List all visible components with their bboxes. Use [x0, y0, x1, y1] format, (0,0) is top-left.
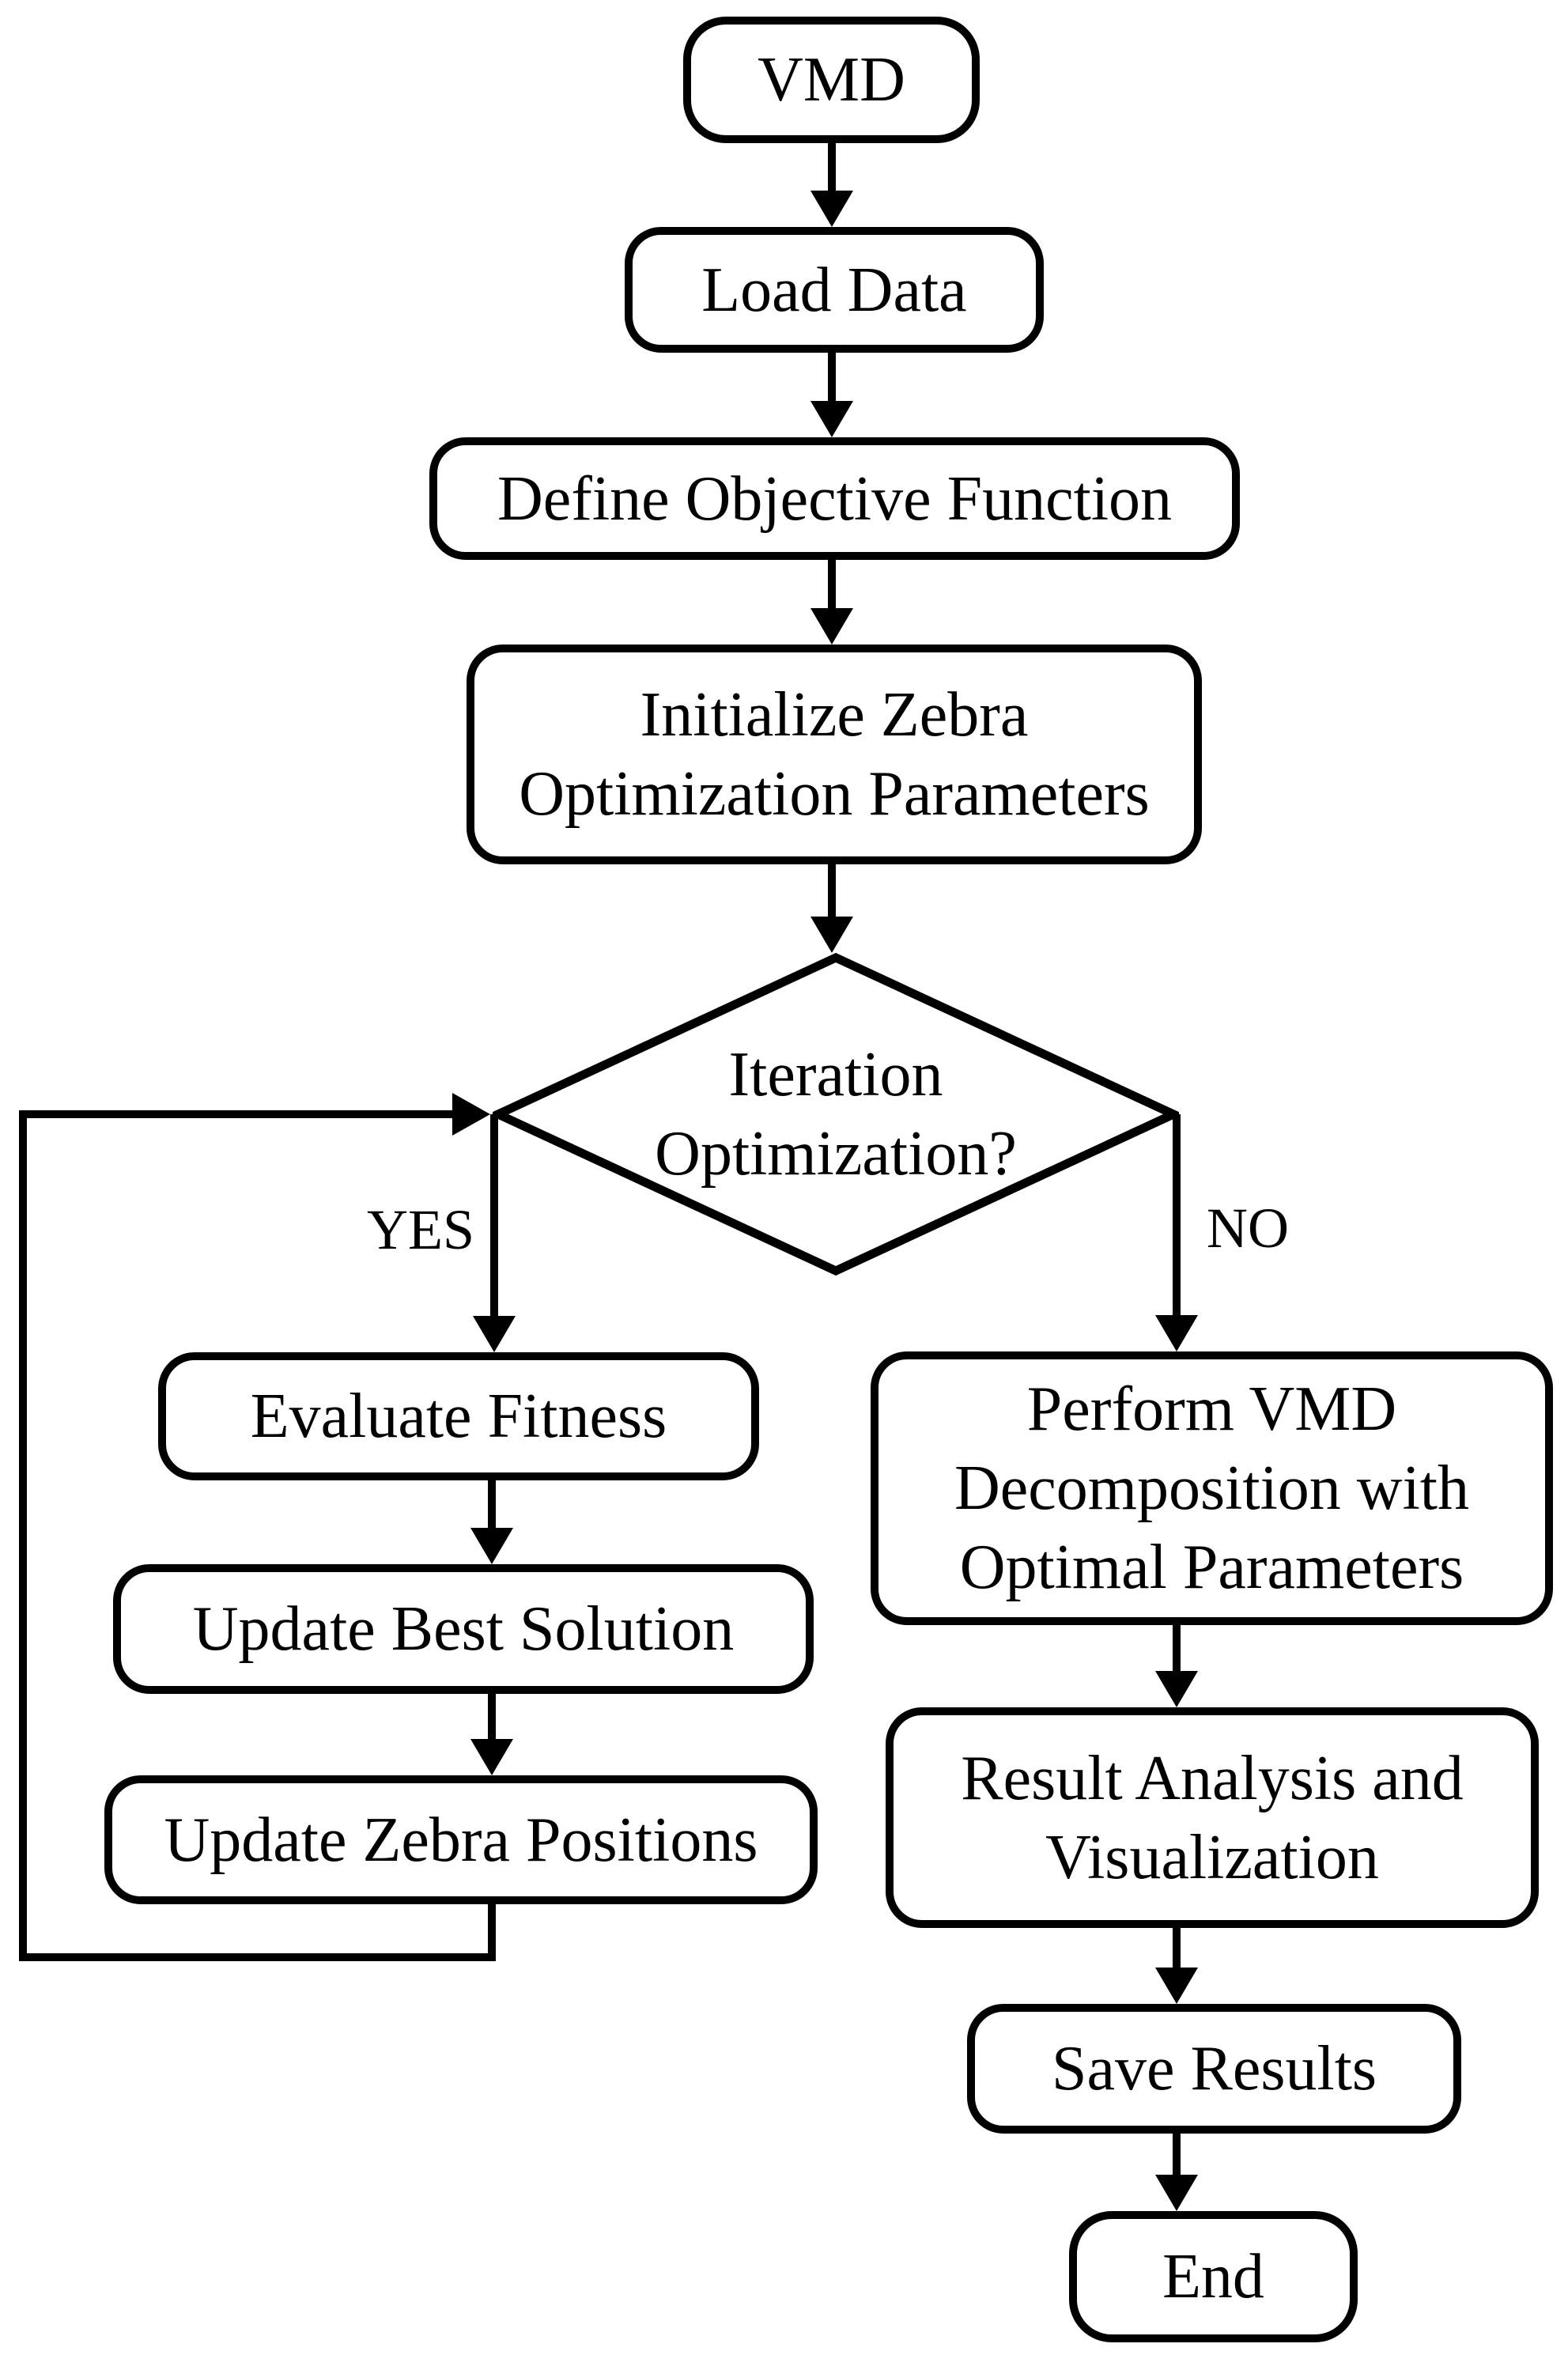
- node-evaluate-fitness: Evaluate Fitness: [158, 1352, 759, 1480]
- edge-define-init-line: [828, 560, 836, 608]
- node-init-zebra: Initialize Zebra Optimization Parameters: [467, 645, 1202, 864]
- node-end: End: [1069, 2211, 1358, 2342]
- arrowhead-define-init: [810, 608, 853, 645]
- branch-label-no: NO: [1207, 1196, 1289, 1260]
- node-define-objective-label: Define Objective Function: [497, 463, 1173, 534]
- node-update-zebra: Update Zebra Positions: [104, 1775, 818, 1904]
- node-init-zebra-label: Initialize Zebra Optimization Parameters: [519, 680, 1150, 829]
- node-save-results-label: Save Results: [1051, 2034, 1377, 2104]
- node-update-zebra-label: Update Zebra Positions: [164, 1805, 758, 1875]
- arrowhead-init-decision: [810, 917, 853, 953]
- arrowhead-load-define: [810, 401, 853, 437]
- node-update-best: Update Best Solution: [113, 1564, 814, 1694]
- branch-label-yes: YES: [366, 1198, 474, 1261]
- node-result-analysis-label: Result Analysis and Visualization: [961, 1743, 1464, 1892]
- node-update-best-label: Update Best Solution: [192, 1594, 735, 1664]
- loop-bottom-line: [19, 1953, 496, 1961]
- node-result-analysis: Result Analysis and Visualization: [886, 1707, 1539, 1928]
- edge-yes-line: [490, 1114, 498, 1318]
- node-iteration-decision: Iteration Optimization?: [493, 953, 1179, 1276]
- decision-diamond-shape: [493, 953, 1179, 1276]
- node-save-results: Save Results: [967, 2004, 1461, 2134]
- node-perform-vmd: Perform VMD Decomposition with Optimal P…: [871, 1351, 1553, 1625]
- arrowhead-loop-decision: [452, 1093, 490, 1136]
- arrowhead-vmd-load: [810, 191, 853, 227]
- edge-load-define-line: [828, 353, 836, 402]
- loop-left-line: [19, 1111, 27, 1961]
- arrowhead-evaluate-best: [470, 1528, 513, 1564]
- arrowhead-no-perform: [1155, 1315, 1198, 1351]
- edge-save-end-line: [1173, 2134, 1181, 2178]
- edge-vmd-load-line: [828, 143, 836, 192]
- node-load-data-label: Load Data: [701, 255, 967, 325]
- loop-top-line: [19, 1110, 455, 1118]
- node-load-data: Load Data: [625, 227, 1044, 353]
- node-define-objective: Define Objective Function: [429, 437, 1240, 560]
- loop-drop-line: [488, 1904, 496, 1961]
- arrowhead-perform-result: [1155, 1671, 1198, 1707]
- arrowhead-save-end: [1155, 2175, 1198, 2211]
- node-vmd: VMD: [683, 17, 980, 143]
- node-end-label: End: [1162, 2242, 1264, 2312]
- edge-evaluate-best-line: [488, 1480, 496, 1531]
- arrowhead-best-zebra: [470, 1739, 513, 1775]
- edge-no-line: [1173, 1114, 1181, 1317]
- edge-best-zebra-line: [488, 1694, 496, 1742]
- edge-init-decision-line: [828, 864, 836, 917]
- edge-perform-result-line: [1173, 1625, 1181, 1673]
- arrowhead-yes-evaluate: [473, 1316, 516, 1352]
- node-iteration-decision-label: Iteration Optimization?: [655, 1040, 1017, 1189]
- arrowhead-result-save: [1155, 1968, 1198, 2004]
- edge-result-save-line: [1173, 1928, 1181, 1970]
- node-evaluate-fitness-label: Evaluate Fitness: [250, 1382, 667, 1451]
- node-vmd-label: VMD: [758, 45, 905, 115]
- node-perform-vmd-label: Perform VMD Decomposition with Optimal P…: [954, 1374, 1470, 1602]
